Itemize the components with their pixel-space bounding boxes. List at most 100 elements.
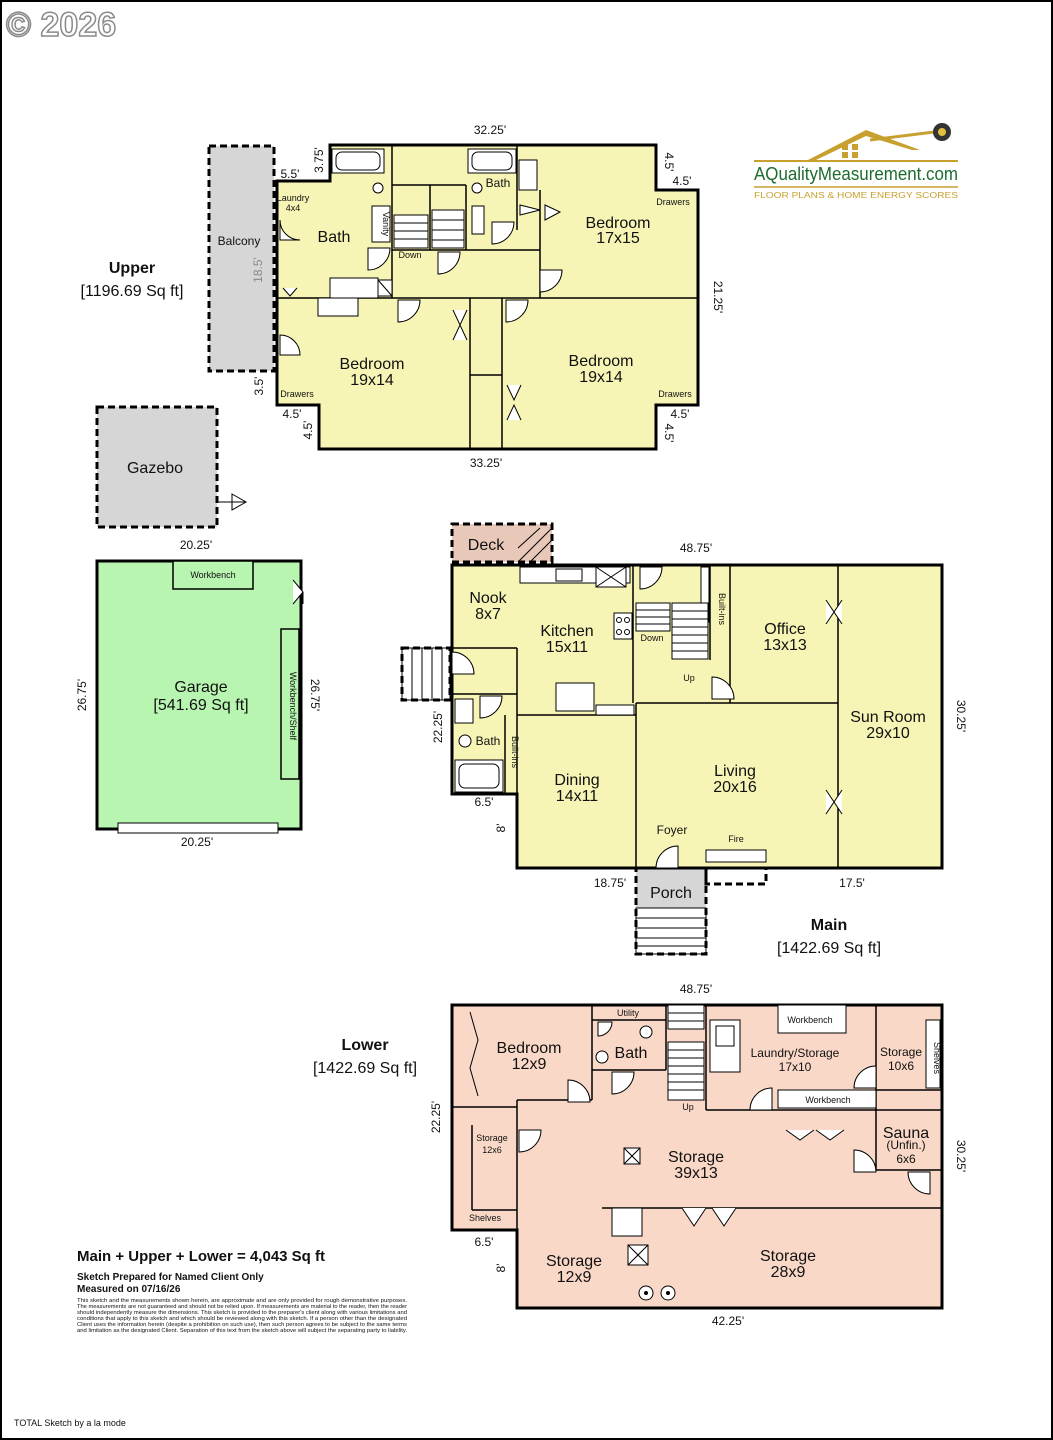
- kitchen-sink-icon: [555, 568, 583, 582]
- upper-dim-top: 32.25': [474, 123, 506, 137]
- garage-side-door: [292, 579, 304, 605]
- garage-label: Garage: [174, 679, 227, 696]
- garage-dim-right: 26.75': [308, 679, 322, 711]
- storage-se-size: 28x9: [771, 1264, 806, 1281]
- lower-dim-top: 48.75': [680, 982, 712, 996]
- storage-se-label: Storage: [760, 1248, 816, 1265]
- garage-door: [117, 822, 279, 834]
- main-dim-top: 48.75': [680, 541, 712, 555]
- dining-size: 14x11: [556, 788, 599, 805]
- lower-bedroom-label: Bedroom: [497, 1040, 562, 1057]
- main-bath-label: Bath: [476, 734, 501, 748]
- sunroom-label: Sun Room: [850, 709, 926, 726]
- storage-center-label: Storage: [668, 1149, 724, 1166]
- main-sqft: [1422.69 Sq ft]: [777, 940, 881, 957]
- main-bath-toilet: [458, 734, 472, 748]
- upper-floor: Balcony 18.5' Laundry 4x4 Bath Vanity Ba…: [81, 123, 725, 470]
- measured-date: Measured on 07/16/26: [77, 1284, 181, 1295]
- kitchen-label: Kitchen: [540, 623, 593, 640]
- lower-bath-toilet: [639, 1025, 653, 1039]
- upper-bath-right-label: Bath: [486, 176, 511, 190]
- disclaimer-line-1: This sketch and the measurements shown h…: [77, 1298, 407, 1304]
- shelves-left-label: Shelves: [469, 1213, 502, 1223]
- lower-staircase: [667, 1004, 705, 1101]
- logo-tagline: FLOOR PLANS & HOME ENERGY SCORES: [754, 191, 958, 200]
- drawers-se-label: Drawers: [658, 389, 692, 399]
- garage-shelf-label: Workbench/Shelf: [288, 672, 298, 741]
- disclaimer-line-6: and limitation as the designated Client.…: [77, 1328, 407, 1334]
- fireplace-icon: [705, 849, 767, 863]
- upper-doors: [279, 204, 563, 421]
- stove-icon: [613, 612, 633, 640]
- lower-counter: [611, 1207, 643, 1237]
- upper-title: Upper: [109, 260, 155, 277]
- garage-shelf: [280, 628, 300, 780]
- storage-ne-label: Storage: [880, 1045, 922, 1059]
- main-title: Main: [811, 917, 847, 934]
- upper-dim-4-5-a: 4.5': [662, 153, 676, 172]
- sauna-size: 6x6: [896, 1152, 916, 1166]
- gazebo: Gazebo 20.25': [95, 405, 248, 552]
- lower-bath-label: Bath: [615, 1045, 648, 1062]
- upper-dim-4-5-d: 4.5': [301, 421, 315, 440]
- dining-label: Dining: [554, 772, 599, 789]
- laundry-storage-label: Laundry/Storage: [751, 1046, 840, 1060]
- storage-ne-size: 10x6: [888, 1059, 914, 1073]
- lower-workbench-top: [777, 1004, 847, 1034]
- lower-dim-left: 22.25': [429, 1101, 443, 1133]
- laundry-storage-size: 17x10: [779, 1060, 812, 1074]
- garage-workbench-label: Workbench: [190, 570, 235, 580]
- upper-dim-5-5: 5.5': [281, 167, 300, 181]
- laundry-label: Laundry: [277, 193, 310, 203]
- workbench-top-label: Workbench: [787, 1015, 832, 1025]
- lower-dim-right: 30.25': [954, 1140, 968, 1172]
- garage: Workbench Workbench/Shelf Garage [541.69…: [75, 559, 322, 849]
- living-label: Living: [714, 763, 756, 780]
- logo-roof-icon: [808, 130, 920, 160]
- sink-right: [471, 205, 485, 235]
- office-size: 13x13: [763, 637, 807, 654]
- sink-counter: [317, 297, 359, 317]
- total-sqft: Main + Upper + Lower = 4,043 Sq ft: [77, 1248, 325, 1265]
- logo-name: AQualityMeasurement.com: [754, 164, 958, 184]
- vanity-cabinet: [371, 205, 391, 243]
- disclaimer-line-3: should independently measure the dimensi…: [77, 1310, 407, 1316]
- upper-dim-right: 21.25': [711, 281, 725, 313]
- upper-bedroom-ne-size: 17x15: [596, 230, 640, 247]
- garage-workbench: [172, 560, 254, 590]
- main-dim-8: 8': [494, 824, 508, 833]
- lower-dim-6-5: 6.5': [475, 1235, 494, 1249]
- foyer-label: Foyer: [657, 823, 688, 837]
- balcony-outline: [207, 144, 276, 373]
- upper-staircase: [393, 209, 465, 249]
- nook-label: Nook: [469, 590, 507, 607]
- living-size: 20x16: [713, 779, 757, 796]
- footer-credit: TOTAL Sketch by a la mode: [14, 1418, 126, 1428]
- vanity-label: Vanity: [381, 212, 391, 237]
- storage-sw-label: Storage: [546, 1253, 602, 1270]
- builtins-top-label: Built-ins: [717, 593, 727, 626]
- fireplace-hearth: [704, 866, 768, 886]
- storage-center-size: 39x13: [674, 1165, 718, 1182]
- drawers-sw-label: Drawers: [280, 389, 314, 399]
- deck-label: Deck: [468, 537, 505, 554]
- sunroom-size: 29x10: [866, 725, 910, 742]
- main-interior-walls: [452, 565, 839, 868]
- main-dim-bottom-right: 17.5': [839, 876, 865, 890]
- main-stairs-up-label: Up: [683, 673, 695, 683]
- porch-label: Porch: [650, 885, 692, 902]
- upper-dim-4-5-c: 4.5': [283, 407, 302, 421]
- disclaimer-line-5: Client uses the information herein (desp…: [77, 1322, 408, 1328]
- upper-bedroom-ne-label: Bedroom: [586, 215, 651, 232]
- company-logo: AQualityMeasurement.com FLOOR PLANS & HO…: [754, 123, 958, 200]
- lower-title: Lower: [341, 1037, 388, 1054]
- main-staircase: [635, 602, 709, 660]
- utility-label: Utility: [617, 1008, 639, 1018]
- toilet-right: [471, 182, 483, 194]
- storage-w-label: Storage: [476, 1133, 508, 1143]
- main-floor: Deck Nook 8x7 Kitchen 15x11 Down Up Buil…: [400, 522, 968, 957]
- copyright-mark: © 2026: [6, 6, 116, 44]
- upper-dim-4-5-f: 4.5': [662, 424, 676, 443]
